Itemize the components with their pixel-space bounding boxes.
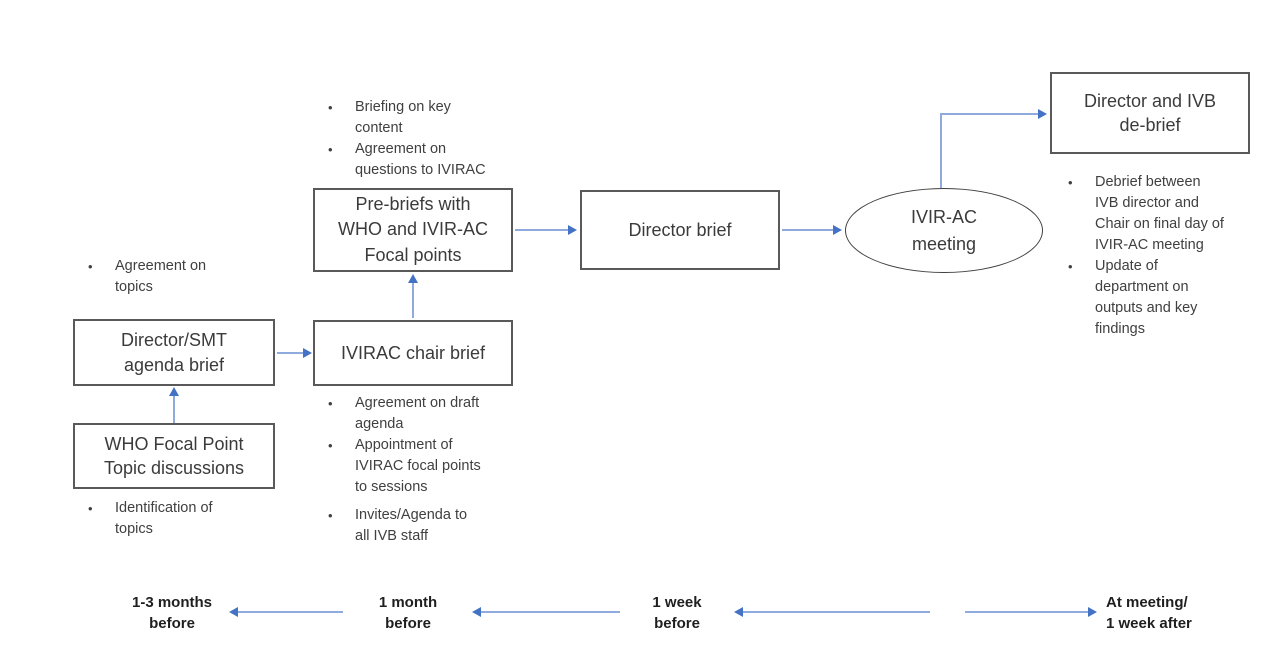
bullet-text: Invites/Agenda to all IVB staff xyxy=(355,507,468,544)
bullet-text: Agreement on questions to IVIRAC xyxy=(355,141,486,178)
bullet-icon: • xyxy=(328,100,333,115)
node-director-smt-agenda-brief: Director/SMT agenda brief xyxy=(73,319,275,386)
list-item: • Update of department on outputs and ke… xyxy=(1055,256,1255,340)
bullet-text: Briefing on key content xyxy=(355,99,451,136)
node-director-ivb-debrief: Director and IVB de-brief xyxy=(1050,72,1250,154)
list-item: • Agreement on questions to IVIRAC xyxy=(315,139,515,181)
timeline-label-1-week-before: 1 week before xyxy=(652,594,702,632)
notes-pre-brief: • Briefing on key content • Agreement on… xyxy=(315,97,515,181)
bullet-icon: • xyxy=(328,142,333,157)
list-item: • Briefing on key content xyxy=(315,97,515,139)
list-item: • Agreement on topics xyxy=(75,256,265,298)
node-pre-briefs-focal-points: Pre-briefs with WHO and IVIR-AC Focal po… xyxy=(313,188,513,272)
bullet-text: Agreement on draft agenda xyxy=(355,395,480,432)
bullet-icon: • xyxy=(88,501,93,516)
node-director-brief: Director brief xyxy=(580,190,780,270)
bullet-text: Agreement on topics xyxy=(115,258,207,295)
node-who-focal-point-topic-discussions: WHO Focal Point Topic discussions xyxy=(73,423,275,489)
notes-topic-identification: • Identification of topics xyxy=(75,498,265,540)
notes-chair-brief: • Agreement on draft agenda • Appointmen… xyxy=(315,393,525,547)
bullet-icon: • xyxy=(328,508,333,523)
timeline-label-1-month-before: 1 month before xyxy=(378,594,438,632)
list-item: • Invites/Agenda to all IVB staff xyxy=(315,505,525,547)
node-ivir-ac-meeting: IVIR-AC meeting xyxy=(845,188,1043,273)
bullet-text: Debrief between IVB director and Chair o… xyxy=(1095,174,1224,253)
bullet-text: Update of department on outputs and key … xyxy=(1095,258,1198,337)
bullet-icon: • xyxy=(328,396,333,411)
bullet-icon: • xyxy=(1068,259,1073,274)
bullet-text: Identification of topics xyxy=(115,500,213,537)
list-item: • Agreement on draft agenda xyxy=(315,393,525,435)
list-item: • Identification of topics xyxy=(75,498,265,540)
bullet-icon: • xyxy=(328,438,333,453)
timeline-label-at-meeting-1-week-after: At meeting/ 1 week after xyxy=(1106,594,1192,632)
notes-agenda-topics: • Agreement on topics xyxy=(75,256,265,298)
bullet-text: Appointment of IVIRAC focal points to se… xyxy=(355,437,481,495)
list-item: • Appointment of IVIRAC focal points to … xyxy=(315,435,525,498)
timeline-label-1-3-months-before: 1-3 months before xyxy=(131,594,212,632)
node-ivirac-chair-brief: IVIRAC chair brief xyxy=(313,320,513,386)
bullet-icon: • xyxy=(1068,175,1073,190)
bullet-icon: • xyxy=(88,259,93,274)
list-item: • Debrief between IVB director and Chair… xyxy=(1055,172,1255,256)
notes-debrief: • Debrief between IVB director and Chair… xyxy=(1055,172,1255,340)
